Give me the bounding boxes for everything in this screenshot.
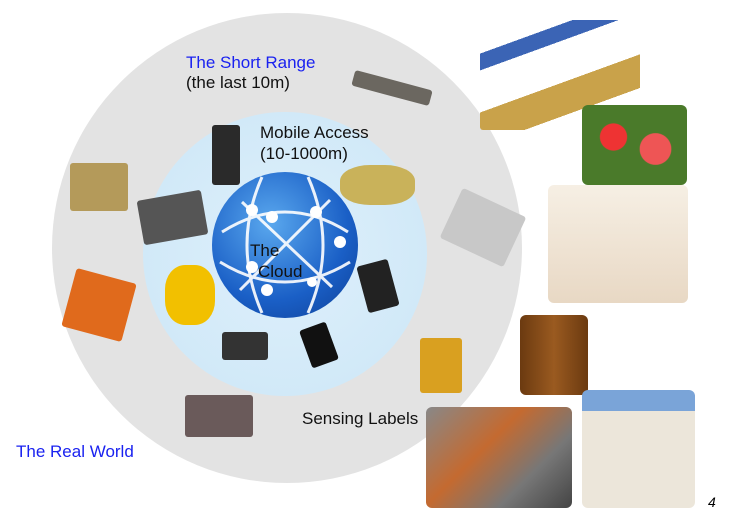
sensing-label-image bbox=[420, 338, 462, 393]
short-range-title: The Short Range bbox=[186, 53, 316, 72]
real-world-title: The Real World bbox=[16, 442, 134, 461]
factory-robots-photo bbox=[426, 407, 572, 508]
handheld-scanner-image bbox=[212, 125, 240, 185]
short-range-subtitle: (the last 10m) bbox=[186, 73, 290, 92]
helicopter-drone-image bbox=[340, 165, 415, 205]
sensing-labels-title: Sensing Labels bbox=[302, 409, 419, 428]
battery-pack-image bbox=[185, 395, 253, 437]
family-illustration bbox=[548, 185, 688, 303]
cloud-label-1: The bbox=[250, 241, 280, 260]
monument-square-photo bbox=[582, 390, 695, 508]
tomatoes-photo bbox=[582, 105, 687, 185]
sensor-board-image bbox=[70, 163, 128, 211]
medicine-bottles-photo bbox=[520, 315, 588, 395]
mobile-access-subtitle: (10-1000m) bbox=[260, 144, 348, 163]
page-number: 4 bbox=[708, 494, 716, 510]
sensor-node-image bbox=[222, 332, 268, 360]
cloud-label-2: Cloud bbox=[258, 262, 303, 281]
cyclist-icon bbox=[165, 265, 215, 325]
cloud-globe-icon bbox=[212, 172, 358, 318]
mobile-access-title: Mobile Access bbox=[260, 123, 369, 142]
